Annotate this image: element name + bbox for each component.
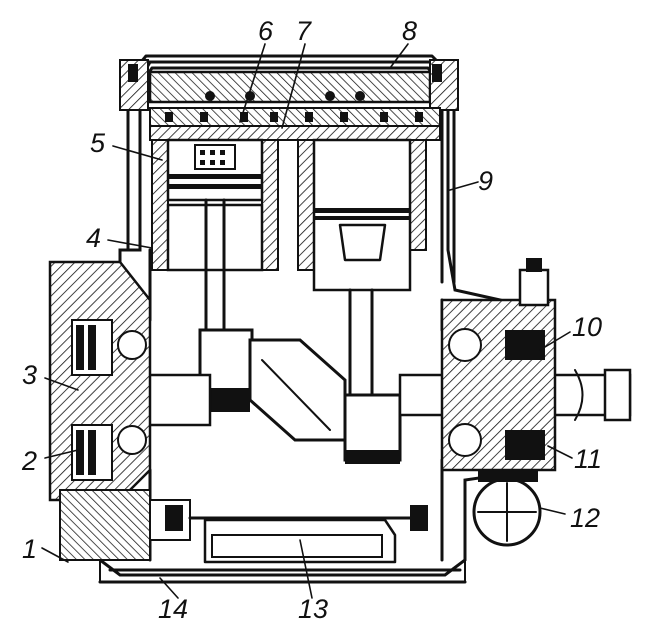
callout-3: 3 xyxy=(22,360,37,390)
callout-5: 5 xyxy=(90,128,106,158)
valve-plate xyxy=(149,107,441,141)
callout-2: 2 xyxy=(21,446,37,476)
callout-11: 11 xyxy=(574,444,602,474)
left-cylinder xyxy=(151,138,279,412)
callouts: 1 2 3 4 5 6 7 8 9 10 11 12 13 14 xyxy=(21,16,602,624)
callout-6: 6 xyxy=(258,16,274,46)
callout-7: 7 xyxy=(296,16,312,46)
oil-gauge xyxy=(472,470,542,547)
left-bearing-housing xyxy=(48,260,428,561)
callout-4: 4 xyxy=(86,223,101,253)
right-bearing-housing xyxy=(440,258,557,472)
top-cover xyxy=(119,59,459,111)
callout-13: 13 xyxy=(298,594,328,624)
callout-8: 8 xyxy=(402,16,417,46)
right-cylinder xyxy=(297,138,427,464)
callout-1: 1 xyxy=(22,534,37,564)
leader-lines xyxy=(41,43,573,599)
callout-14: 14 xyxy=(158,594,188,624)
callout-10: 10 xyxy=(572,312,602,342)
callout-12: 12 xyxy=(570,503,600,533)
callout-9: 9 xyxy=(478,166,493,196)
